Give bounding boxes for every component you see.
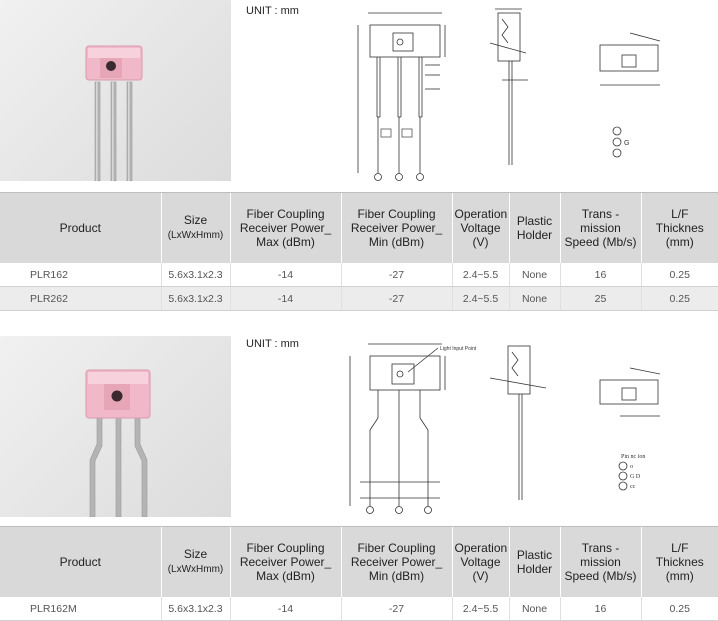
- cell-thickness: 0.25: [640, 286, 718, 311]
- pin-g-label: G: [624, 140, 629, 147]
- pin-title-label: Pin nc ion: [621, 454, 645, 460]
- cell-power-max: -14: [229, 286, 341, 311]
- cell-voltage: 2.4~5.5: [451, 263, 509, 287]
- cell-power-min: -27: [340, 286, 452, 311]
- col-size: Size(LxWxHmm): [160, 192, 230, 263]
- cell-size: 5.6x3.1x2.3: [160, 286, 230, 311]
- cell-holder: None: [508, 286, 560, 311]
- pin-2-label: G D: [630, 474, 641, 480]
- cell-product: PLR262: [0, 286, 161, 311]
- cell-power-min: -27: [340, 597, 452, 621]
- cell-voltage: 2.4~5.5: [451, 286, 509, 311]
- pin-3-label: cc: [630, 484, 636, 490]
- cell-holder: None: [508, 597, 560, 621]
- cell-speed: 25: [559, 286, 641, 311]
- cell-voltage: 2.4~5.5: [451, 597, 509, 621]
- cell-power-max: -14: [229, 597, 341, 621]
- cell-thickness: 0.25: [640, 263, 718, 287]
- cell-holder: None: [508, 263, 560, 287]
- cell-speed: 16: [559, 597, 641, 621]
- cell-speed: 16: [559, 263, 641, 287]
- col-product: Product: [0, 526, 161, 597]
- product-photo-plr162m: [0, 336, 231, 517]
- unit-label: UNIT : mm: [246, 5, 299, 17]
- dimension-drawing-2: Light Input Point Pin nc ion o G D cc: [349, 343, 661, 514]
- product-photo-plr162: [0, 0, 231, 181]
- dimension-drawing-1: G: [357, 8, 661, 181]
- table-row: PLR162 5.6x3.1x2.3 -14 -27 2.4~5.5 None …: [0, 263, 718, 287]
- cell-power-min: -27: [340, 263, 452, 287]
- cell-product: PLR162: [0, 263, 161, 287]
- cell-power-max: -14: [229, 263, 341, 287]
- pin-1-label: o: [630, 464, 633, 470]
- col-product: Product: [0, 192, 161, 263]
- cell-product: PLR162M: [0, 597, 161, 621]
- cell-thickness: 0.25: [640, 597, 718, 621]
- cell-size: 5.6x3.1x2.3: [160, 263, 230, 287]
- cell-size: 5.6x3.1x2.3: [160, 597, 230, 621]
- table-row: PLR162M 5.6x3.1x2.3 -14 -27 2.4~5.5 None…: [0, 597, 718, 621]
- unit-label: UNIT : mm: [246, 338, 299, 350]
- col-size: Size(LxWxHmm): [160, 526, 230, 597]
- table-row: PLR262 5.6x3.1x2.3 -14 -27 2.4~5.5 None …: [0, 286, 718, 311]
- light-input-label: Light Input Point: [440, 346, 477, 352]
